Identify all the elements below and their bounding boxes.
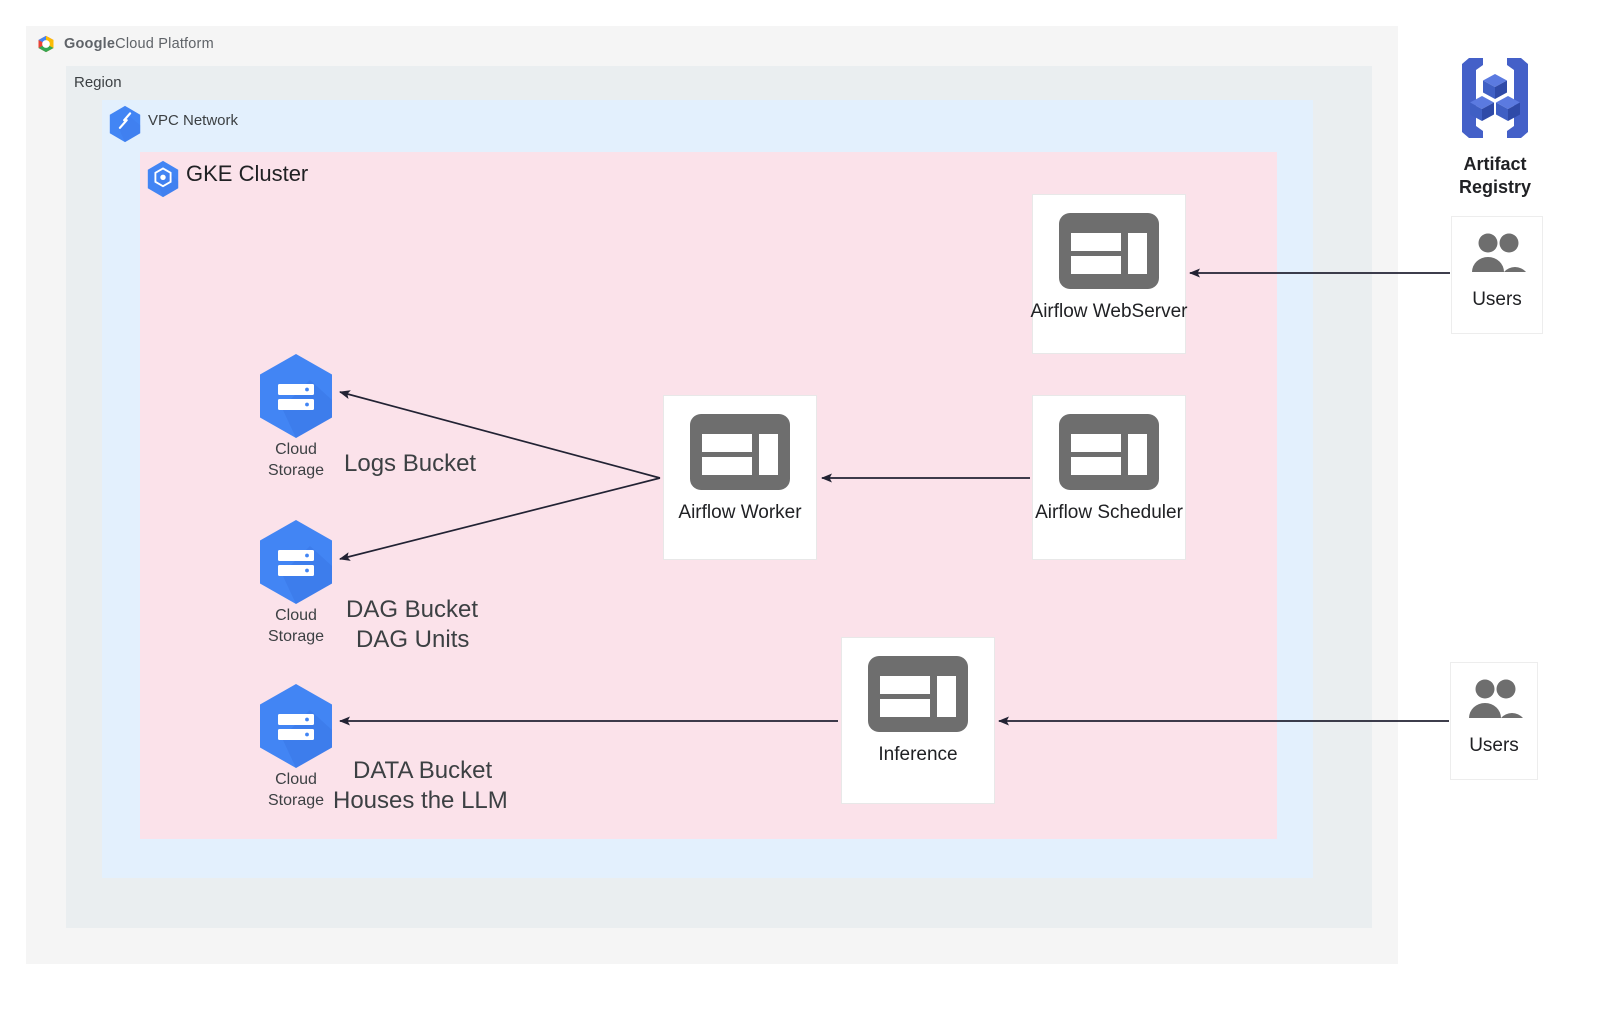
annotation-data-bucket: DATA Bucket Houses the LLM — [333, 756, 508, 816]
service-box-airflow-scheduler[interactable]: Airflow Scheduler — [1032, 395, 1186, 560]
cloud-storage-dag-bucket[interactable]: Cloud Storage — [253, 518, 339, 648]
service-label: Airflow Scheduler — [1035, 502, 1183, 523]
users-group-icon — [1472, 233, 1526, 272]
annotation-line1: Logs Bucket — [344, 450, 477, 477]
pod-container-icon — [1059, 213, 1159, 289]
service-label: Inference — [878, 744, 958, 765]
annotation-line2: Houses the LLM — [333, 787, 508, 814]
pod-container-icon — [690, 414, 790, 490]
annotation-dag-bucket: DAG Bucket DAG Units — [346, 595, 478, 655]
users-label: Users — [1469, 735, 1519, 756]
gcp-brand-bold: Google — [64, 36, 116, 52]
region-label: Region — [74, 74, 122, 91]
annotation-line2: DAG Units — [356, 626, 470, 653]
users-box-top[interactable]: Users — [1451, 216, 1543, 334]
cloud-storage-icon — [260, 520, 332, 604]
artifact-registry-label-line2: Registry — [1458, 177, 1532, 197]
service-box-airflow-webserver[interactable]: Airflow WebServer — [1030, 194, 1188, 354]
service-label: Airflow Worker — [678, 502, 802, 523]
service-label: Airflow WebServer — [1030, 301, 1188, 322]
cloud-storage-icon — [260, 684, 332, 768]
google-cloud-platform-logo — [38, 35, 54, 53]
bucket-caption-line2: Storage — [267, 792, 325, 809]
bucket-caption-line1: Cloud — [275, 771, 317, 788]
annotation-line1: DAG Bucket — [346, 596, 479, 623]
annotation-logs-bucket: Logs Bucket — [344, 449, 476, 479]
users-group-icon — [1469, 679, 1523, 718]
vpc-network-label: VPC Network — [148, 112, 239, 129]
artifact-registry-icon — [1462, 58, 1528, 138]
gcp-brand-rest: Cloud Platform — [115, 36, 214, 52]
bucket-caption-line2: Storage — [267, 628, 325, 645]
gke-cluster-label: GKE Cluster — [186, 161, 309, 186]
users-label: Users — [1472, 289, 1522, 310]
cloud-storage-logs-bucket[interactable]: Cloud Storage — [253, 352, 339, 482]
artifact-registry-label-line1: Artifact — [1463, 154, 1527, 174]
gcp-header: GoogleCloud Platform — [36, 34, 214, 54]
cloud-storage-data-bucket[interactable]: Cloud Storage — [253, 682, 339, 812]
users-box-bottom[interactable]: Users — [1450, 662, 1538, 780]
service-box-inference[interactable]: Inference — [841, 637, 995, 804]
artifact-registry[interactable]: Artifact Registry — [1443, 52, 1547, 199]
gcp-wordmark: GoogleCloud Platform — [64, 36, 214, 52]
bucket-caption-line1: Cloud — [275, 441, 317, 458]
cloud-storage-icon — [260, 354, 332, 438]
service-box-airflow-worker[interactable]: Airflow Worker — [663, 395, 817, 560]
bucket-caption-line1: Cloud — [275, 607, 317, 624]
annotation-line1: DATA Bucket — [353, 757, 493, 784]
vpc-network-icon — [109, 105, 141, 143]
pod-container-icon — [868, 656, 968, 732]
pod-container-icon — [1059, 414, 1159, 490]
bucket-caption-line2: Storage — [267, 462, 325, 479]
gke-cluster-icon — [147, 160, 179, 198]
